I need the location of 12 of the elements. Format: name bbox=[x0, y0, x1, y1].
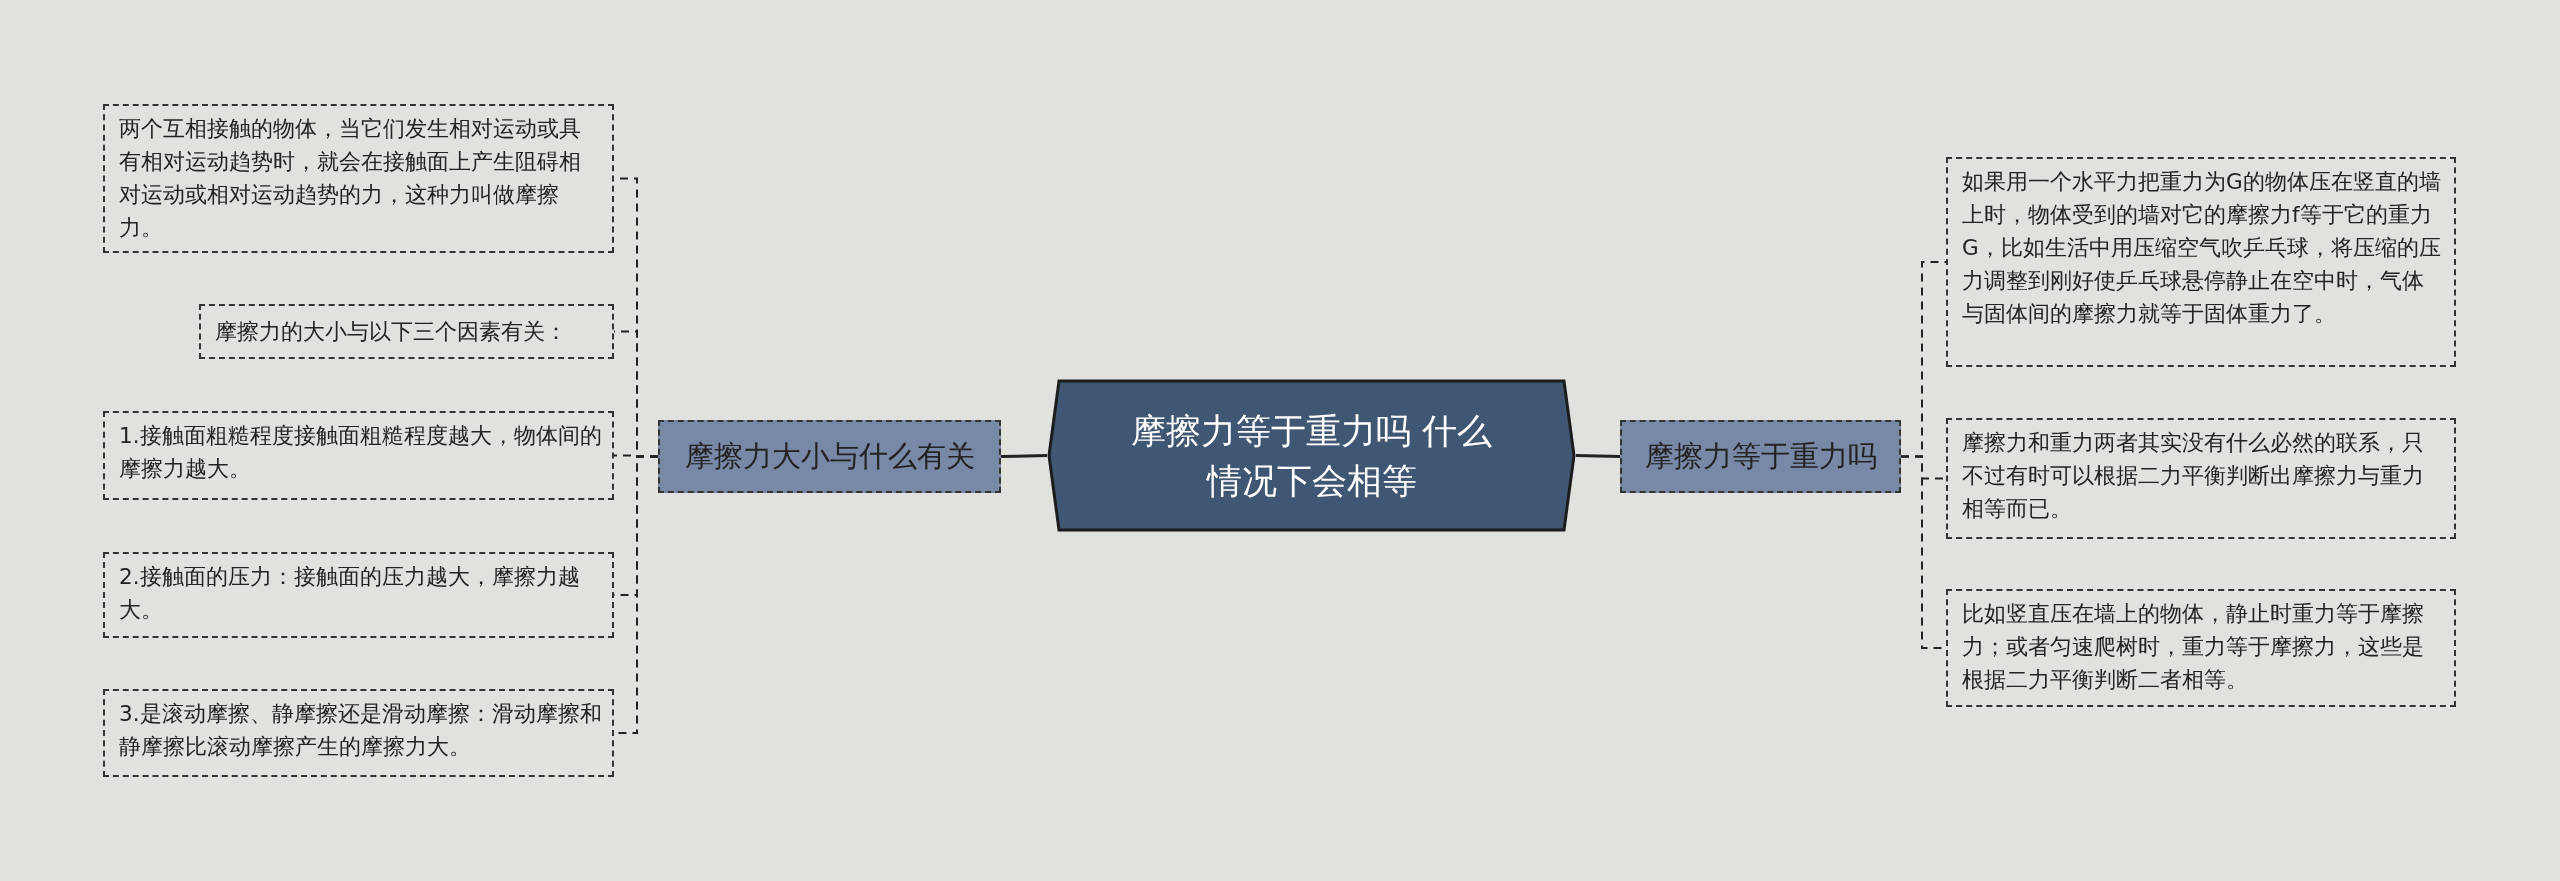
note-box: 摩擦力和重力两者其实没有什么必然的联系，只不过有时可以根据二力平衡判断出摩擦力与重力相等而已。 bbox=[1946, 418, 2456, 539]
note-box: 比如竖直压在墙上的物体，静止时重力等于摩擦力；或者匀速爬树时，重力等于摩擦力，这些是根据二力平衡判断二者相等。 bbox=[1946, 589, 2456, 707]
note-box: 2.接触面的压力：接触面的压力越大，摩擦力越大。 bbox=[103, 552, 614, 638]
note-box: 摩擦力的大小与以下三个因素有关： bbox=[199, 304, 614, 359]
connector-line bbox=[1575, 454, 1621, 458]
note-box: 1.接触面粗糙程度接触面粗糙程度越大，物体间的摩擦力越大。 bbox=[103, 411, 614, 500]
note-box: 如果用一个水平力把重力为G的物体压在竖直的墙上时，物体受到的墙对它的摩擦力f等于它的重力G，比如生活中用压缩空气吹乒乓球，将压缩的压力调整到刚好使乒乓球悬停静止在空中时，气体与固体间的摩擦力就等于固体重力了。 bbox=[1946, 157, 2456, 367]
topic-box: 摩擦力等于重力吗 bbox=[1620, 420, 1901, 493]
note-box: 3.是滚动摩擦、静摩擦还是滑动摩擦：滑动摩擦和静摩擦比滚动摩擦产生的摩擦力大。 bbox=[103, 689, 614, 777]
note-box: 两个互相接触的物体，当它们发生相对运动或具有相对运动趋势时，就会在接触面上产生阻碍相对运动或相对运动趋势的力，这种力叫做摩擦力。 bbox=[103, 104, 614, 253]
connector-line bbox=[1000, 454, 1048, 458]
topic-box: 摩擦力大小与什么有关 bbox=[658, 420, 1001, 493]
